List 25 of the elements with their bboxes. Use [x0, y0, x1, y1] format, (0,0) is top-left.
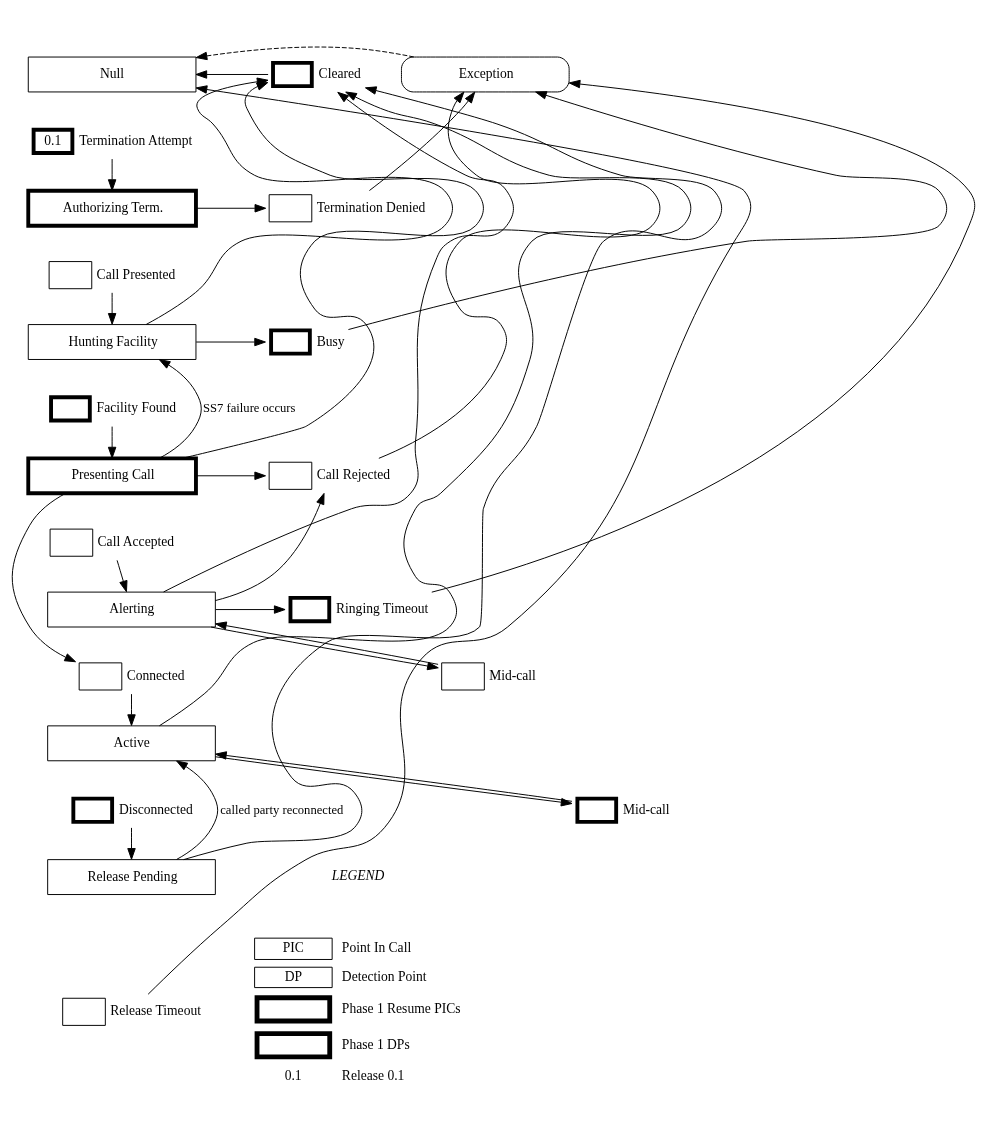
legend-label: Phase 1 Resume PICs — [341, 1000, 461, 1016]
node-label: Busy — [316, 333, 345, 349]
label: LEGEND — [331, 867, 385, 883]
node-label: Cleared — [318, 65, 361, 81]
legend-label: Phase 1 DPs — [341, 1036, 410, 1052]
node-label: Call Presented — [96, 266, 176, 282]
label: PIC — [282, 939, 304, 955]
node-label: Disconnected — [118, 801, 193, 817]
node-label: Mid-call — [489, 667, 536, 683]
label: 0.1 — [284, 1067, 302, 1083]
legend-label: Release 0.1 — [341, 1067, 405, 1083]
node-label: Ringing Timeout — [336, 600, 429, 616]
edge-label: SS7 failure occurs — [203, 400, 296, 415]
edge-label: called party reconnected — [220, 802, 344, 816]
node-label: Termination Attempt — [79, 132, 193, 148]
node-label: Termination Denied — [316, 199, 426, 215]
node-label: Call Rejected — [316, 466, 391, 482]
node-label: Connected — [126, 667, 185, 683]
node-label: Facility Found — [96, 399, 177, 415]
node-label: Mid-call — [622, 801, 670, 817]
legend-label: Point In Call — [341, 939, 412, 955]
label: DP — [284, 968, 302, 984]
node-label: Release Timeout — [110, 1002, 201, 1018]
legend-label: Detection Point — [341, 968, 427, 984]
node-label: Call Accepted — [97, 533, 175, 549]
